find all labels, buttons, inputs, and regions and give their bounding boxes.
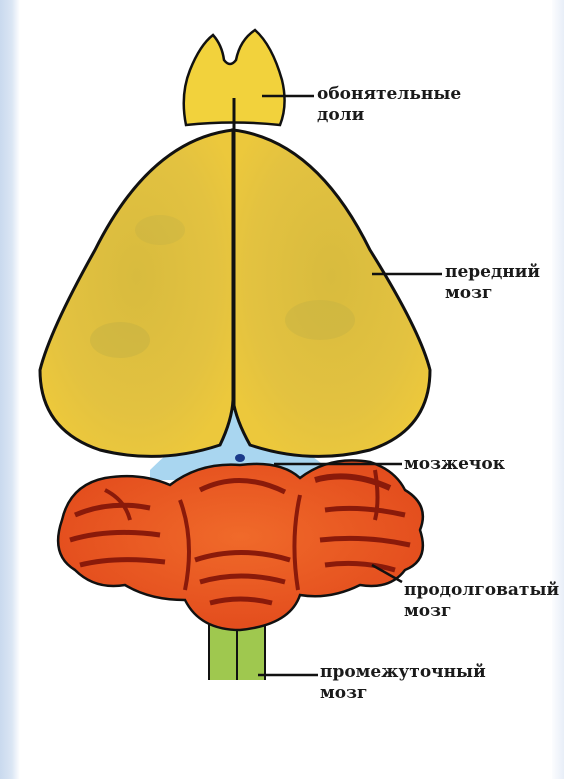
medulla-oblongata <box>58 460 423 630</box>
label-medulla: продолговатый мозг <box>404 580 559 622</box>
label-forebrain: передний мозг <box>445 262 540 304</box>
label-diencephalon: промежуточный мозг <box>320 662 486 704</box>
label-cerebellum: мозжечок <box>404 454 505 475</box>
olfactory-lobes <box>184 30 285 132</box>
label-olfactory-lobes: обонятельные доли <box>317 84 461 126</box>
cerebellum-dot <box>235 454 245 462</box>
